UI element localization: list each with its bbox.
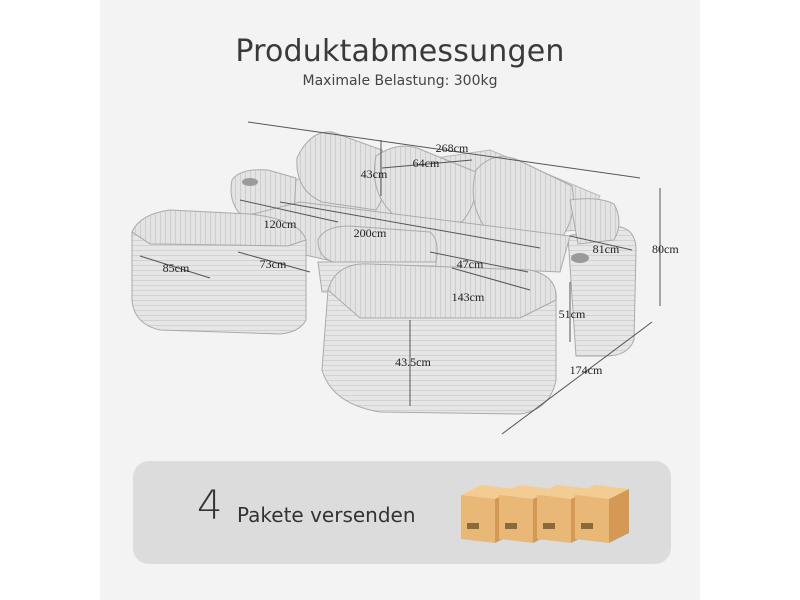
package-label: Pakete versenden — [237, 503, 416, 527]
dim-total-height: 80cm — [652, 242, 679, 256]
dim-chaise-length: 143cm — [452, 290, 485, 304]
dim-ottoman-width: 85cm — [163, 261, 190, 275]
page-title: Produktabmessungen — [235, 34, 565, 69]
dimension-lines — [139, 121, 661, 435]
dim-ottoman-length: 73cm — [260, 257, 287, 271]
left-ottoman-top — [131, 209, 307, 247]
dim-total-depth: 174cm — [570, 363, 603, 377]
left-ottoman-side — [131, 231, 307, 335]
dim-total-width: 268cm — [436, 141, 469, 155]
product-card: Produktabmessungen Maximale Belastung: 3… — [100, 0, 700, 600]
shipping-panel: 4 Pakete versenden — [133, 461, 671, 564]
back-cushion-right — [472, 156, 574, 241]
box-icon — [575, 485, 629, 543]
max-load-label: Maximale Belastung: 300kg — [302, 73, 498, 89]
dim-cushion-height: 43cm — [361, 167, 388, 181]
sofa-dimension-diagram: 268cm 43cm 64cm 80cm 120cm 200cm 81cm 85… — [131, 121, 679, 435]
dim-cushion-width: 64cm — [413, 156, 440, 170]
package-boxes — [461, 485, 629, 543]
chaise-ottoman-top — [327, 263, 557, 319]
right-cup-holder — [571, 253, 589, 263]
dim-arm-width: 81cm — [593, 242, 620, 256]
dim-ottoman-height: 43.5cm — [395, 355, 431, 369]
dim-seat-height: 51cm — [559, 307, 586, 321]
dim-seat-depth: 47cm — [457, 257, 484, 271]
dim-sofa-width: 200cm — [354, 226, 387, 240]
middle-seat-front — [317, 225, 438, 263]
right-back-pillow — [569, 198, 620, 245]
package-count: 4 — [197, 483, 223, 529]
chaise-ottoman-side — [321, 288, 557, 415]
dim-ottoman-depth: 120cm — [264, 217, 297, 231]
back-cushion-middle — [373, 145, 478, 223]
left-cup-holder — [242, 178, 258, 186]
